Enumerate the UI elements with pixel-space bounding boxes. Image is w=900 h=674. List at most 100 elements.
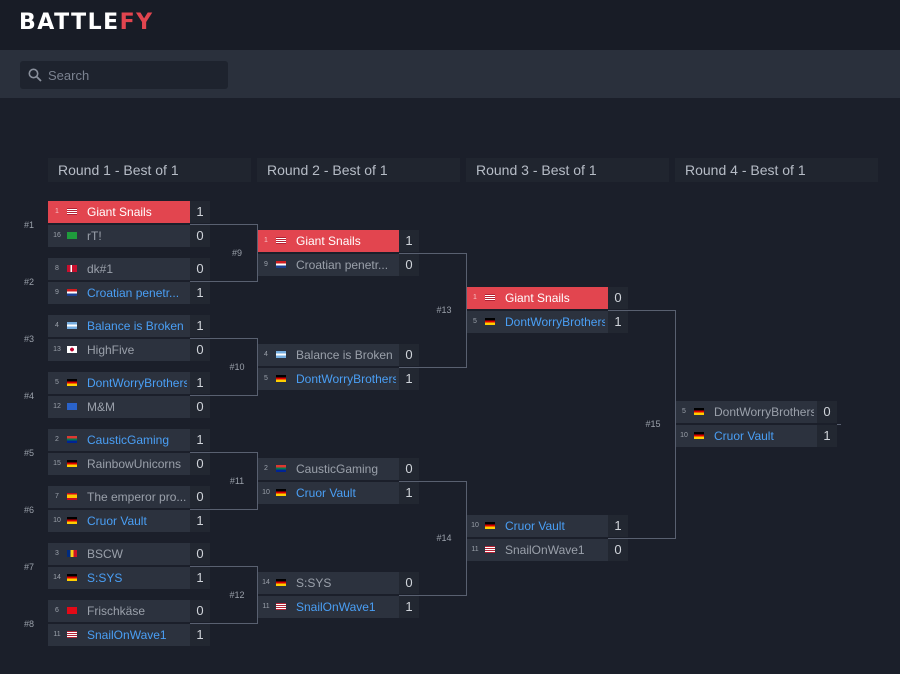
team-slot[interactable]: 6 Frischkäse [48,600,190,622]
team-name[interactable]: DontWorryBrothers [296,372,396,386]
flag-us-icon [276,603,286,610]
bracket-connector [399,253,466,254]
team-score: 1 [190,624,210,646]
seed-number: 16 [53,232,61,239]
team-name[interactable]: SnailOnWave1 [87,628,167,642]
team-slot[interactable]: 16 rT! [48,225,190,247]
bracket-connector [257,566,258,624]
team-name[interactable]: RainbowUnicorns [87,457,182,471]
flag-hr-icon [67,289,77,296]
team-name[interactable]: Giant Snails [505,291,570,305]
team-name[interactable]: DontWorryBrothers [714,405,814,419]
match-number: #6 [23,505,34,515]
flag-de-icon [67,574,77,581]
flag-de-icon [694,408,704,415]
team-name[interactable]: CausticGaming [87,433,170,447]
team-score: 1 [190,429,210,451]
team-score: 1 [190,315,210,337]
match-number: #3 [23,334,34,344]
team-slot[interactable]: 11 SnailOnWave1 [257,596,399,618]
team-name[interactable]: Giant Snails [87,205,152,219]
logo-text-main: BATTLE [19,10,120,35]
flag-hr-icon [276,261,286,268]
search-box[interactable] [20,61,228,89]
team-name[interactable]: The emperor pro... [87,490,187,504]
seed-number: 12 [53,403,61,410]
team-score: 1 [190,510,210,532]
team-slot[interactable]: 12 M&M [48,396,190,418]
seed-number: 11 [262,603,270,610]
team-slot[interactable]: 4 Balance is Broken [48,315,190,337]
search-input[interactable] [48,61,223,89]
team-name[interactable]: CausticGaming [296,462,379,476]
team-name[interactable]: M&M [87,400,115,414]
seed-number: 11 [471,546,479,553]
team-name[interactable]: S:SYS [296,576,332,590]
team-name[interactable]: Cruor Vault [87,514,147,528]
team-score: 1 [817,425,837,447]
bracket-connector [399,481,466,482]
team-name[interactable]: SnailOnWave1 [296,600,376,614]
team-name[interactable]: Balance is Broken [296,348,393,362]
bracket-connector [190,338,257,339]
team-score: 0 [608,539,628,561]
team-name[interactable]: Cruor Vault [296,486,356,500]
team-name[interactable]: HighFive [87,343,135,357]
team-name[interactable]: Cruor Vault [505,519,565,533]
seed-number: 4 [55,322,59,329]
flag-es-icon [67,493,77,500]
team-name[interactable]: Croatian penetr... [87,286,180,300]
bracket-connector [257,338,258,396]
team-name[interactable]: dk#1 [87,262,114,276]
team-score: 1 [190,282,210,304]
seed-number: 6 [55,607,59,614]
flag-us-icon [67,631,77,638]
team-name[interactable]: Giant Snails [296,234,361,248]
team-name[interactable]: Balance is Broken [87,319,184,333]
team-name[interactable]: SnailOnWave1 [505,543,585,557]
team-slot[interactable]: 11 SnailOnWave1 [466,539,608,561]
team-name[interactable]: DontWorryBrothers [87,376,187,390]
bracket-connector [190,224,257,225]
seed-number: 10 [471,522,479,529]
team-score: 1 [399,230,419,252]
team-slot[interactable]: 10 Cruor Vault [466,515,608,537]
team-name[interactable]: rT! [87,229,102,243]
team-score: 0 [190,453,210,475]
bracket-connector [257,452,258,510]
flag-us-icon [276,237,286,244]
match-number: #7 [23,562,34,572]
team-name[interactable]: BSCW [87,547,123,561]
team-name[interactable]: S:SYS [87,571,123,585]
team-name[interactable]: Cruor Vault [714,429,774,443]
flag-de-icon [67,379,77,386]
team-name[interactable]: Frischkäse [87,604,146,618]
team-name[interactable]: Croatian penetr... [296,258,389,272]
bracket-connector [190,395,257,396]
battlefy-logo[interactable]: BATTLEFY [19,10,154,35]
team-name[interactable]: DontWorryBrothers [505,315,605,329]
